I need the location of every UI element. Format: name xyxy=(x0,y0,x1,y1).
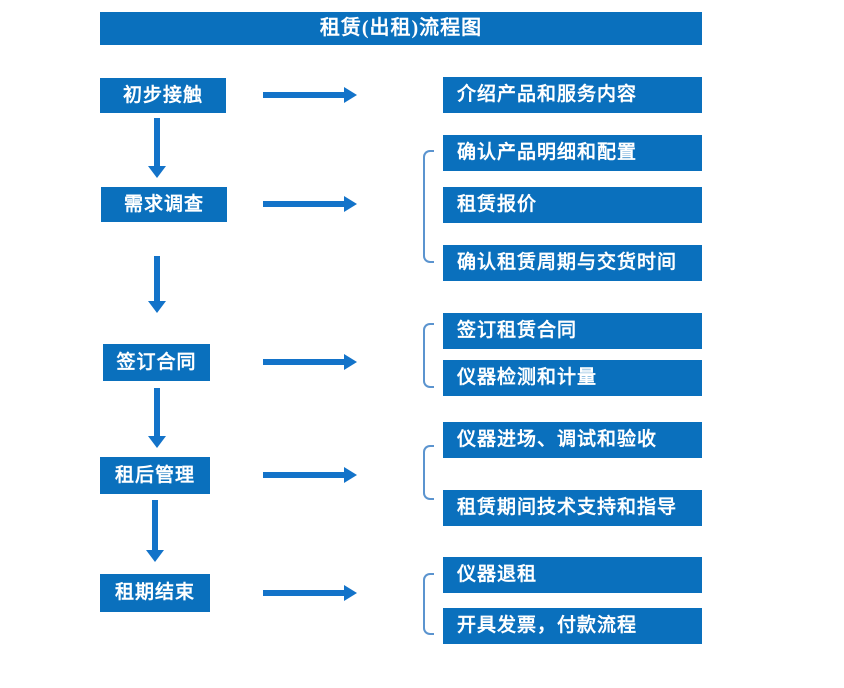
step-box-rental-end: 租期结束 xyxy=(100,574,210,612)
detail-box-introduce-products: 介绍产品和服务内容 xyxy=(443,77,702,113)
detail-box-instrument-setup-acceptance: 仪器进场、调试和验收 xyxy=(443,422,702,458)
detail-box-confirm-product-details: 确认产品明细和配置 xyxy=(443,135,702,171)
detail-box-instrument-testing: 仪器检测和计量 xyxy=(443,360,702,396)
down-arrow-icon-2 xyxy=(148,256,166,313)
down-arrow-icon-3 xyxy=(148,388,166,448)
detail-box-invoice-payment: 开具发票，付款流程 xyxy=(443,608,702,644)
right-arrow-icon-4 xyxy=(263,467,357,483)
bracket-group-post-rental xyxy=(423,445,434,500)
step-box-demand-survey: 需求调查 xyxy=(101,187,227,222)
detail-box-confirm-rental-period: 确认租赁周期与交货时间 xyxy=(443,245,702,281)
detail-box-sign-rental-contract: 签订租赁合同 xyxy=(443,313,702,349)
step-box-initial-contact: 初步接触 xyxy=(100,78,226,113)
detail-box-rental-quote: 租赁报价 xyxy=(443,187,702,223)
bracket-group-rental-end xyxy=(423,573,434,635)
right-arrow-icon-3 xyxy=(263,354,357,370)
down-arrow-icon-1 xyxy=(148,118,166,178)
right-arrow-icon-5 xyxy=(263,585,357,601)
right-arrow-icon-1 xyxy=(263,87,357,103)
bracket-group-demand-survey xyxy=(423,150,434,263)
step-box-post-rental-management: 租后管理 xyxy=(100,457,210,494)
step-box-sign-contract: 签订合同 xyxy=(103,344,210,381)
down-arrow-icon-4 xyxy=(146,500,164,562)
bracket-group-sign-contract xyxy=(423,323,434,388)
detail-box-instrument-return: 仪器退租 xyxy=(443,557,702,593)
detail-box-tech-support: 租赁期间技术支持和指导 xyxy=(443,490,702,526)
flowchart-title: 租赁(出租)流程图 xyxy=(100,12,702,45)
right-arrow-icon-2 xyxy=(263,196,357,212)
